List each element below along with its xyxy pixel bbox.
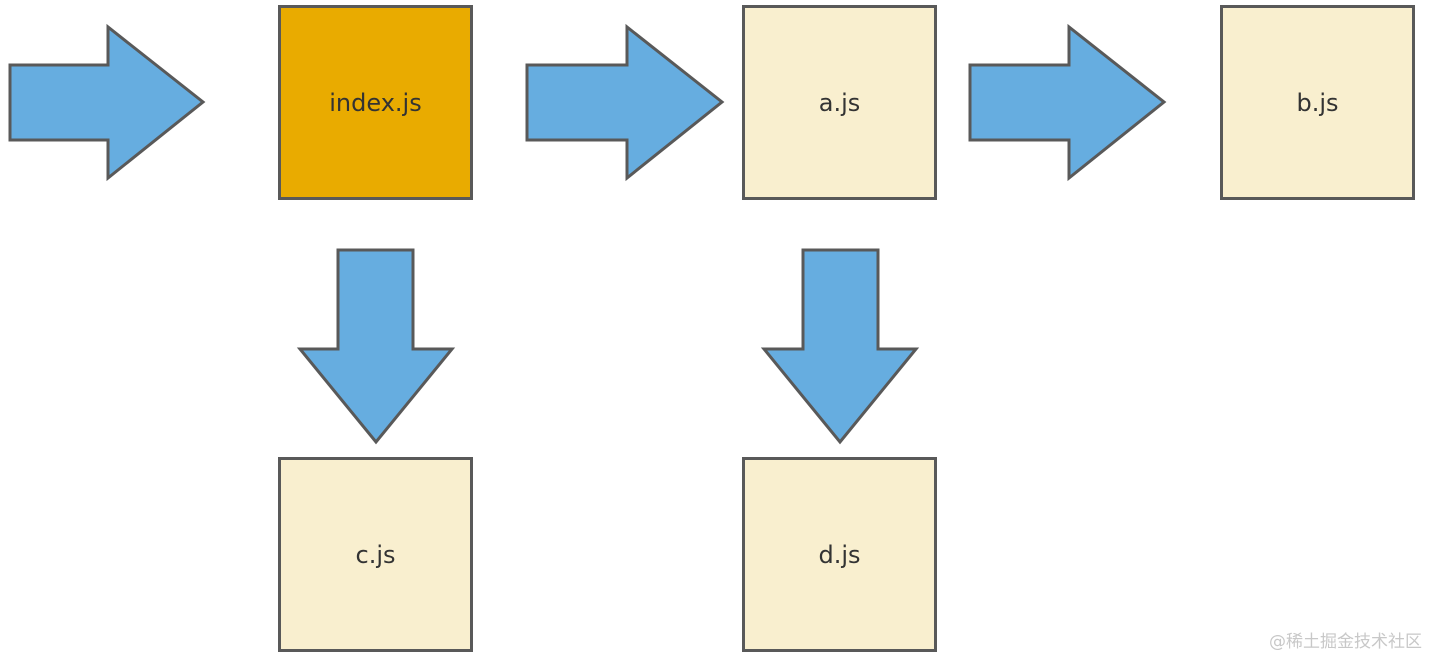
module-node-index: index.js xyxy=(278,5,473,200)
watermark: @稀土掘金技术社区 xyxy=(1269,632,1422,652)
module-node-a: a.js xyxy=(742,5,937,200)
module-node-c: c.js xyxy=(278,457,473,652)
a-to-b-arrow xyxy=(968,23,1167,182)
module-node-d: d.js xyxy=(742,457,937,652)
a-to-d-arrow xyxy=(760,248,920,445)
module-node-b: b.js xyxy=(1220,5,1415,200)
module-label: b.js xyxy=(1296,88,1339,117)
module-label: a.js xyxy=(818,88,861,117)
entry-arrow xyxy=(8,23,206,182)
index-to-a-arrow xyxy=(525,23,725,182)
module-label: c.js xyxy=(355,540,396,569)
module-label: d.js xyxy=(818,540,861,569)
module-label: index.js xyxy=(329,88,422,117)
index-to-c-arrow xyxy=(296,248,456,445)
